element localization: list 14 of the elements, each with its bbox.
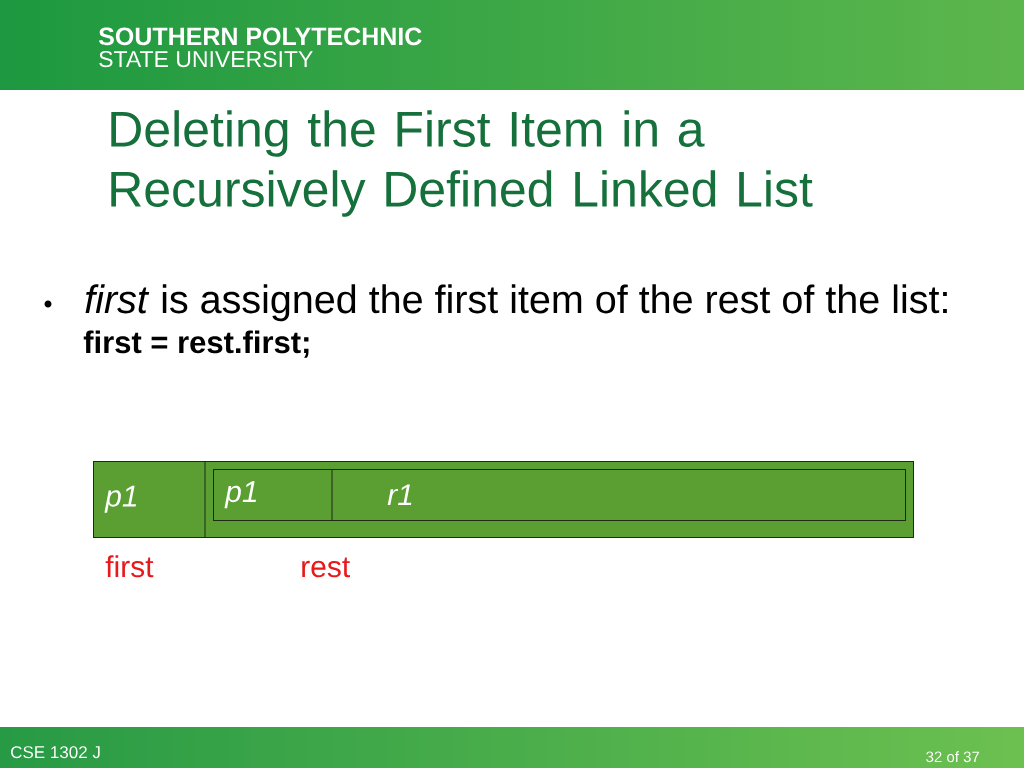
value-text: r1	[387, 484, 412, 505]
page-number: 32 of 37	[926, 751, 980, 763]
footer-text: CSE 1302 J	[11, 746, 100, 759]
value-text: p1	[224, 481, 257, 509]
value-text: p1	[104, 485, 137, 513]
list-box	[213, 469, 906, 521]
code-text: first = rest.first;	[83, 330, 309, 358]
variable-label: first	[105, 555, 154, 578]
header-text: STATE UNIVERSITY	[99, 50, 313, 68]
header-text: SOUTHERN POLYTECHNIC	[98, 27, 422, 46]
variable-label: rest	[302, 557, 350, 578]
bullet-text: first is assigned the first item of the rest of the list:	[85, 284, 947, 322]
list-box	[93, 461, 914, 538]
title: Deleting the First Item in a Recursively Defined Linked List	[111, 110, 813, 217]
